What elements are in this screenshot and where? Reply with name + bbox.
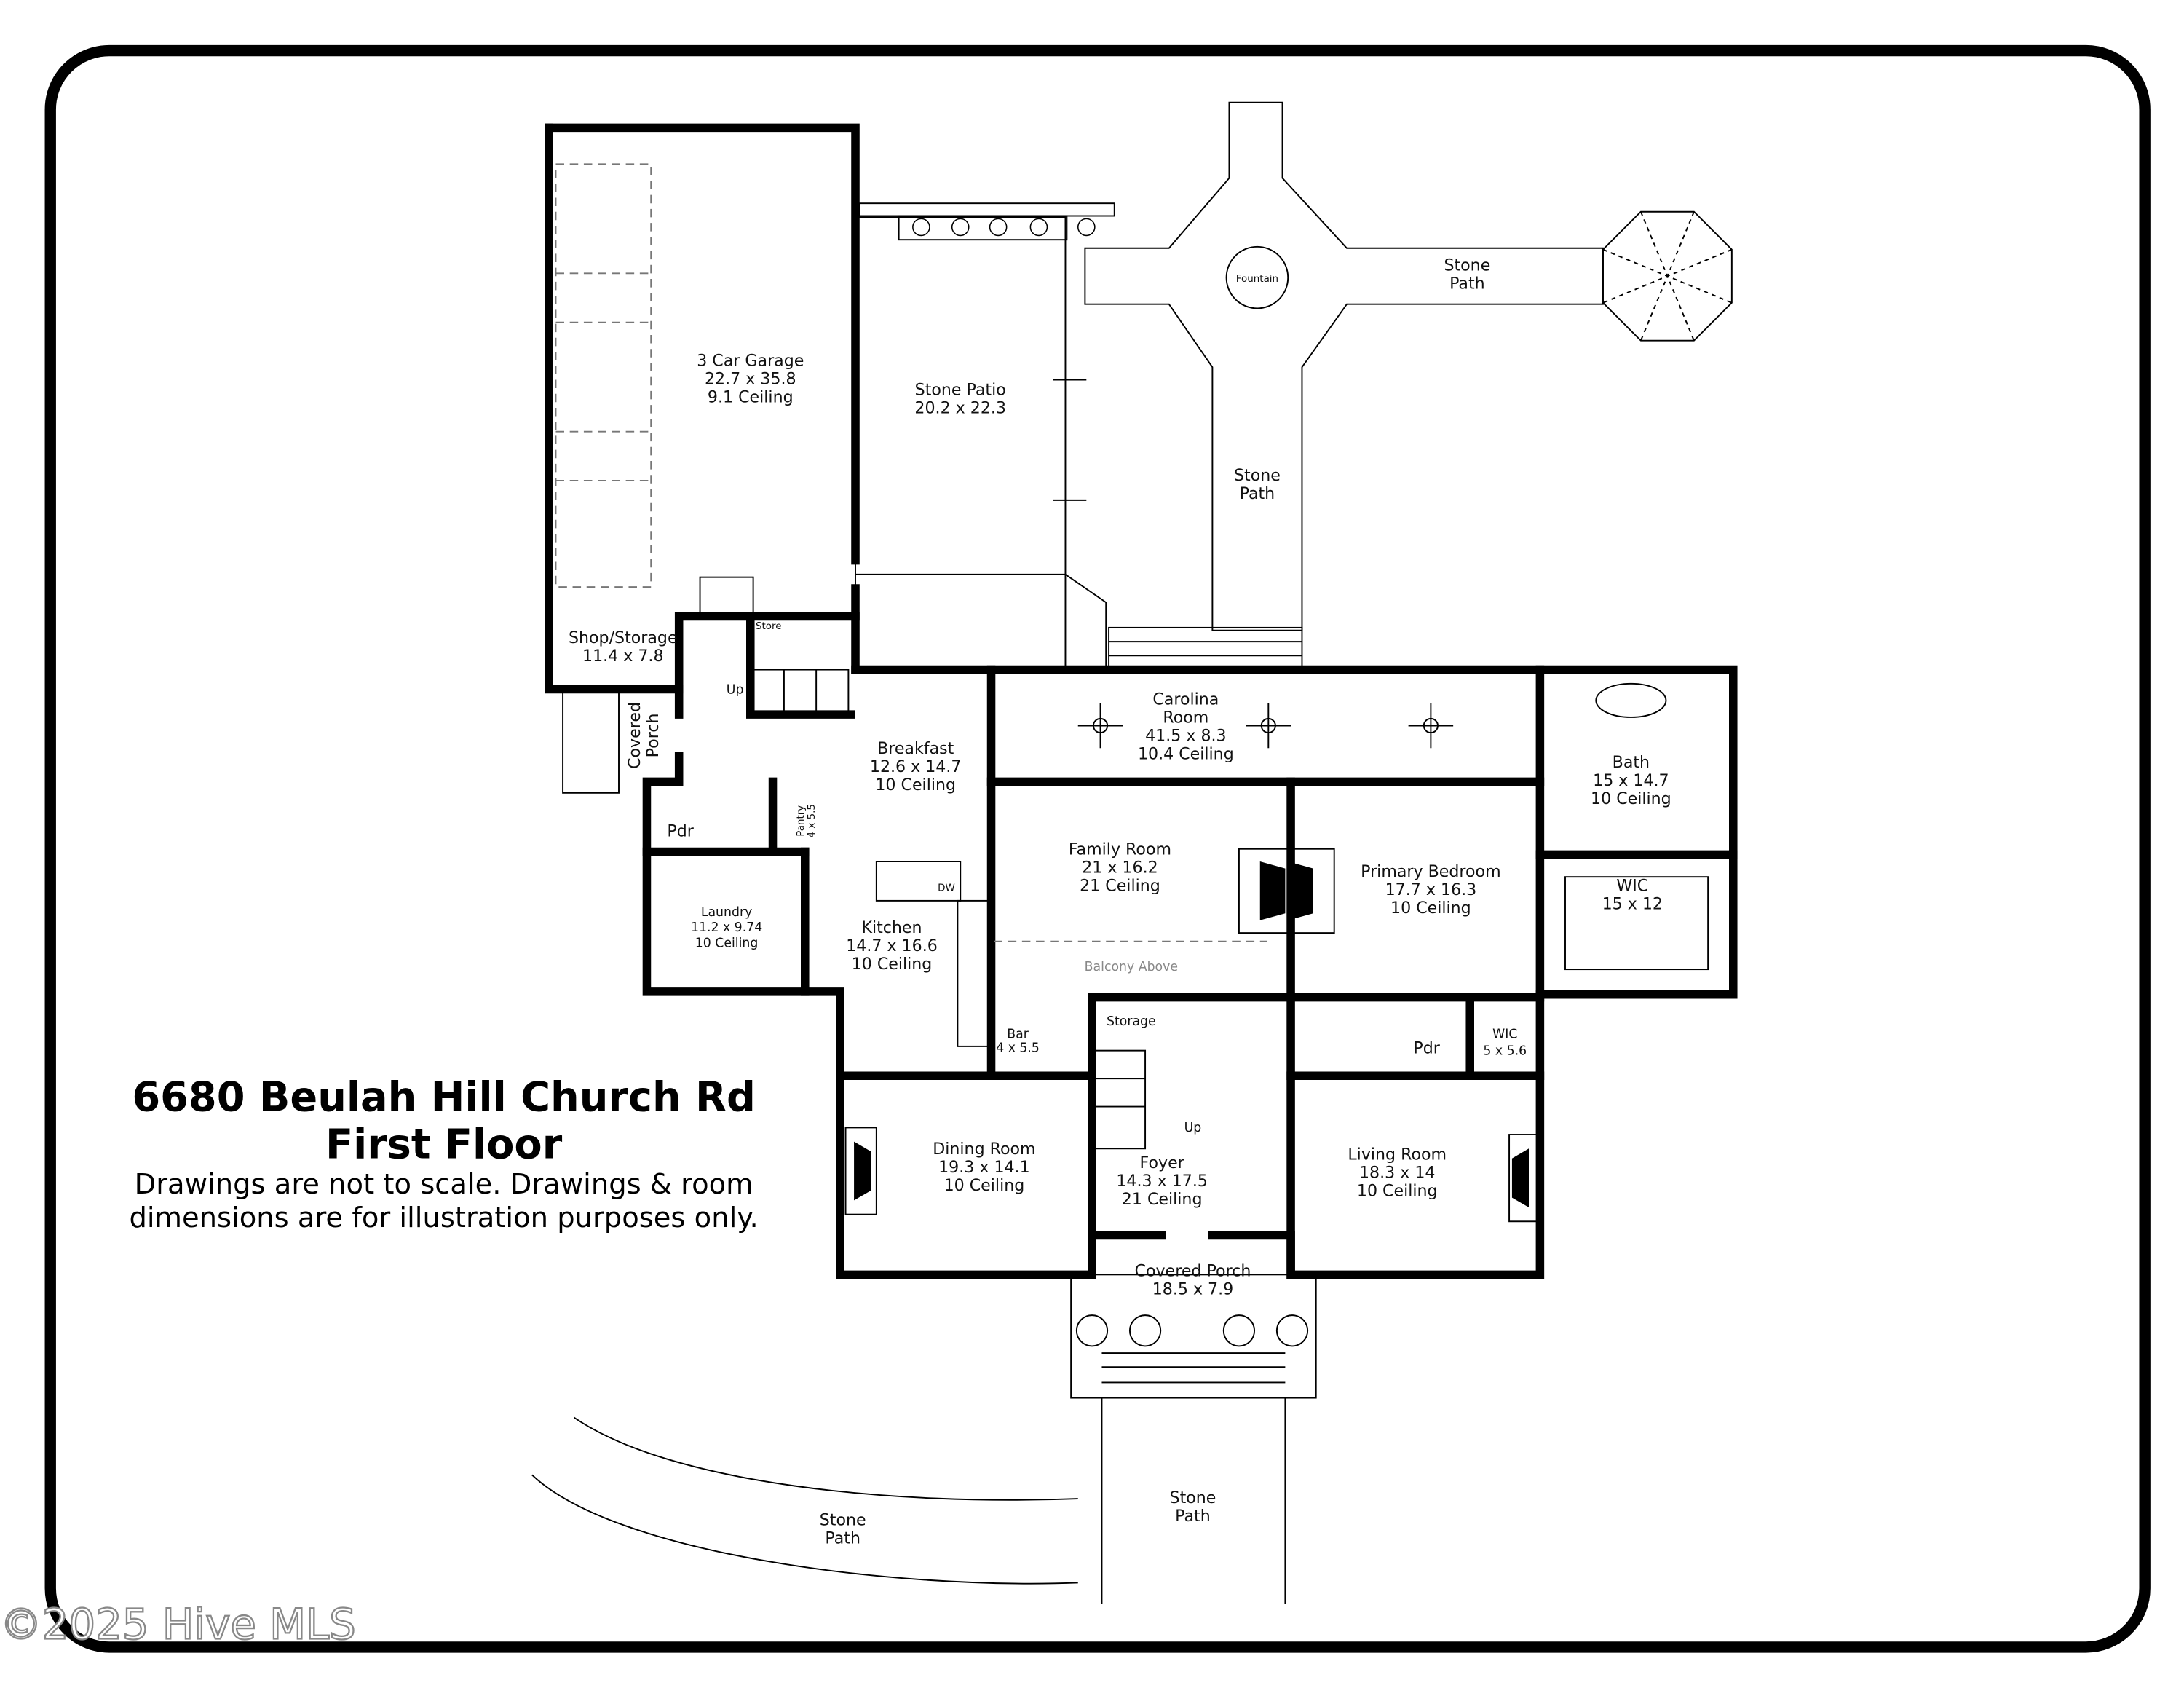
garage-bays [555, 163, 652, 588]
patio-label: Stone Patio [915, 381, 1006, 400]
patio-edge [1064, 574, 1107, 670]
wic-dims: 15 x 12 [1602, 894, 1663, 913]
dining-label: Dining Room [933, 1140, 1035, 1159]
column-icons [1075, 1314, 1309, 1347]
arrow-icon [1053, 379, 1087, 501]
foyer-ceiling: 21 Ceiling [1122, 1190, 1203, 1209]
dining-dims: 19.3 x 14.1 [938, 1158, 1030, 1177]
breakfast-label: Breakfast [877, 739, 954, 758]
fountain [1225, 245, 1289, 309]
balcony-label: Balcony Above [1085, 960, 1178, 974]
pdr-label: Pdr [1413, 1039, 1440, 1058]
patio-steps [1108, 626, 1303, 671]
stone-path-cross [1084, 101, 1604, 631]
bathtub-icon [1595, 682, 1667, 718]
ceiling-fan-icons [1077, 703, 1454, 749]
wic-label: WIC [1492, 1027, 1517, 1041]
room-labels: 3 Car Garage 22.7 x 35.8 9.1 Ceiling Sho… [569, 256, 1671, 1548]
bath-ceiling: 10 Ceiling [1591, 789, 1671, 808]
laundry-dims: 11.2 x 9.74 [691, 920, 762, 935]
carolina-ceiling: 10.4 Ceiling [1138, 745, 1234, 764]
gazebo-rafters [1602, 211, 1733, 342]
floor-title: First Floor [325, 1121, 563, 1169]
foyer-label: Foyer [1140, 1153, 1185, 1172]
carolina-label: Room [1163, 709, 1208, 727]
garage-label: 3 Car Garage [697, 351, 804, 370]
wic-dims: 5 x 5.6 [1483, 1044, 1527, 1058]
planter-bed [898, 215, 1068, 241]
pdr-label: Pdr [667, 821, 694, 840]
primary-dims: 17.7 x 16.3 [1385, 880, 1477, 899]
porch-steps [1101, 1352, 1286, 1384]
bar-dims: 4 x 5.5 [996, 1041, 1040, 1056]
path-label: Path [1449, 275, 1485, 293]
path-label: Stone [820, 1511, 866, 1530]
path-label: Stone [1444, 256, 1490, 275]
up-label: Up [727, 682, 744, 697]
front-porch-label: Covered Porch [1135, 1261, 1251, 1280]
family-label: Family Room [1069, 840, 1171, 859]
page-border [44, 44, 2151, 1653]
bath-label: Bath [1613, 753, 1650, 772]
path-label: Path [1240, 484, 1275, 503]
side-porch-label: Covered [625, 702, 644, 769]
store-label: Store [756, 621, 782, 632]
kitchen-ceiling: 10 Ceiling [852, 955, 933, 974]
storage-label: Storage [1107, 1014, 1156, 1029]
address-title: 6680 Beulah Hill Church Rd [132, 1073, 756, 1121]
up-label: Up [1184, 1121, 1202, 1135]
side-porch [562, 691, 620, 794]
foyer-dims: 14.3 x 17.5 [1116, 1172, 1208, 1191]
fountain-label: Fountain [1236, 274, 1278, 285]
family-ceiling: 21 Ceiling [1080, 876, 1160, 895]
breakfast-ceiling: 10 Ceiling [875, 776, 956, 794]
shrub-icons [912, 218, 1096, 237]
stone-patio [855, 216, 1067, 669]
kitchen-label: Kitchen [861, 918, 922, 937]
front-porch-dims: 18.5 x 7.9 [1152, 1279, 1234, 1298]
wic-island [1564, 876, 1709, 971]
bar-label: Bar [1007, 1027, 1029, 1041]
bath-dims: 15 x 14.7 [1593, 771, 1669, 790]
shop-dims: 11.4 x 7.8 [582, 647, 664, 666]
primary-label: Primary Bedroom [1361, 862, 1500, 881]
fireplace-icons [844, 848, 1541, 1223]
pantry-dims: 4 x 5.5 [807, 804, 818, 837]
disclaimer-line: dimensions are for illustration purposes… [129, 1202, 758, 1234]
family-dims: 21 x 16.2 [1082, 858, 1158, 877]
dining-ceiling: 10 Ceiling [944, 1176, 1025, 1195]
watermark: ©2025 Hive MLS [0, 1599, 356, 1649]
shop-label: Shop/Storage [569, 628, 678, 647]
laundry-ceiling: 10 Ceiling [695, 936, 759, 950]
side-porch-label: Porch [644, 714, 662, 758]
carolina-label: Carolina [1152, 690, 1219, 709]
planter [858, 202, 1115, 217]
gazebo [1602, 210, 1733, 342]
pantry-label: Pantry [796, 805, 807, 837]
path-label: Stone [1170, 1488, 1216, 1507]
kitchen-island [875, 861, 989, 1047]
living-dims: 18.3 x 14 [1359, 1164, 1436, 1183]
dishwasher-label: DW [938, 883, 955, 894]
primary-ceiling: 10 Ceiling [1390, 899, 1471, 918]
garage-ceiling: 9.1 Ceiling [708, 387, 794, 406]
landscape [531, 101, 1733, 1604]
living-ceiling: 10 Ceiling [1357, 1182, 1438, 1201]
curved-stone-path [531, 1416, 1078, 1585]
wic-label: WIC [1616, 876, 1648, 895]
path-label: Stone [1234, 466, 1281, 485]
stairs [699, 576, 1147, 1150]
laundry-label: Laundry [701, 905, 753, 920]
carolina-dims: 41.5 x 8.3 [1145, 727, 1227, 746]
front-porch [1070, 1274, 1317, 1399]
patio-dims: 20.2 x 22.3 [914, 399, 1006, 418]
breakfast-dims: 12.6 x 14.7 [870, 757, 962, 776]
disclaimer-line: Drawings are not to scale. Drawings & ro… [135, 1168, 753, 1201]
path-label: Path [825, 1529, 860, 1548]
kitchen-dims: 14.7 x 16.6 [846, 936, 938, 955]
garage-dims: 22.7 x 35.8 [705, 369, 796, 388]
path-label: Path [1175, 1507, 1211, 1526]
living-label: Living Room [1348, 1145, 1447, 1164]
